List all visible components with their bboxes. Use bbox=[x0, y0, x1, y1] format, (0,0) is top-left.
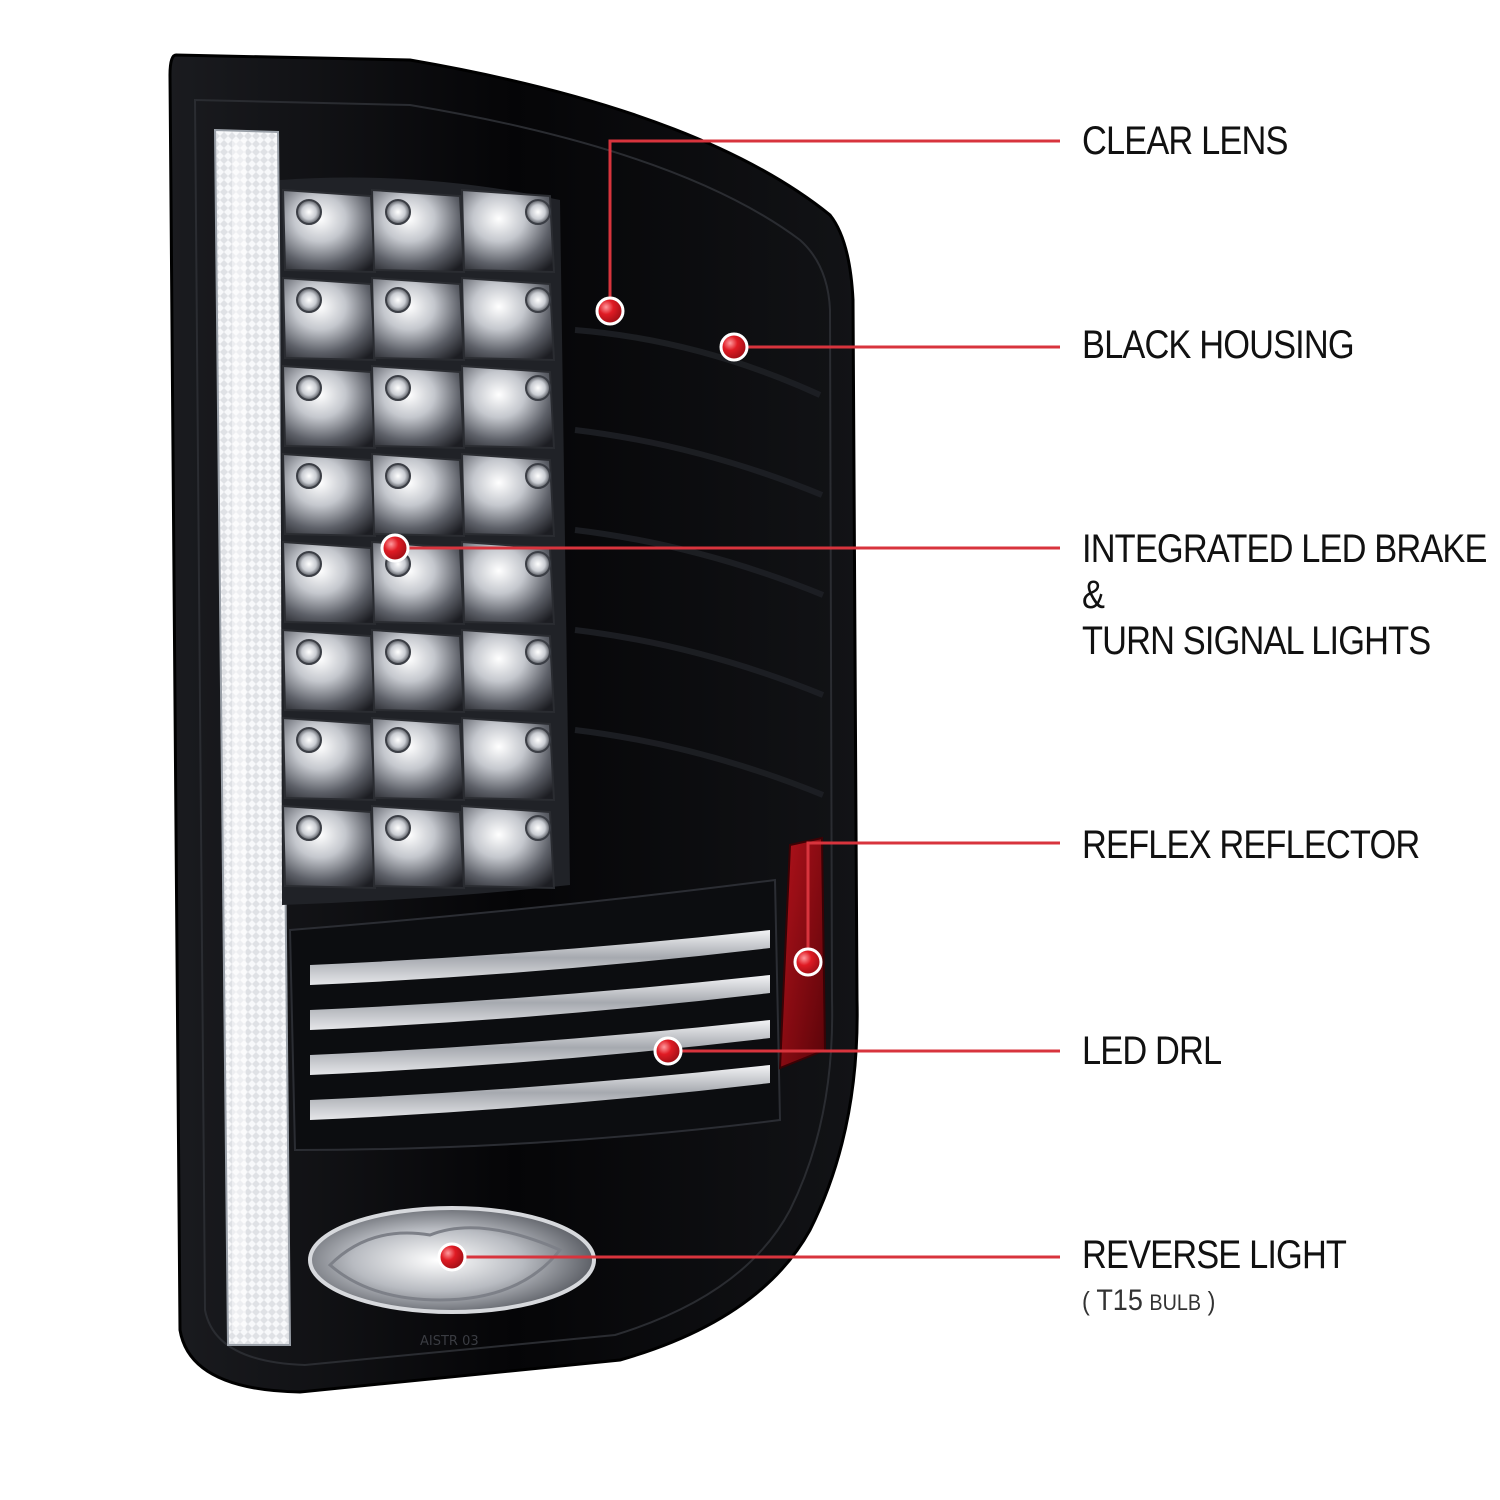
led-emitter bbox=[296, 463, 322, 489]
label-line: LED DRL bbox=[1082, 1029, 1222, 1073]
led-reflector-cell bbox=[370, 628, 466, 714]
led-emitter bbox=[385, 463, 411, 489]
drl-bar bbox=[310, 1020, 770, 1075]
led-reflector-cell bbox=[370, 364, 466, 450]
callout-label-black-housing: BLACK HOUSING bbox=[1082, 322, 1355, 368]
paren-open: ( bbox=[1082, 1286, 1090, 1316]
led-emitter bbox=[385, 639, 411, 665]
label-line: REFLEX REFLECTOR bbox=[1082, 823, 1420, 867]
led-reflector-cell bbox=[281, 540, 377, 626]
led-emitter bbox=[296, 639, 322, 665]
callout-dot-reflex-reflector bbox=[793, 947, 823, 977]
led-emitter bbox=[525, 463, 551, 489]
led-reflector-cell bbox=[281, 804, 377, 890]
callout-dot-reverse-light bbox=[437, 1242, 467, 1272]
led-emitter bbox=[296, 815, 322, 841]
led-reflector-cell bbox=[281, 716, 377, 802]
led-emitter bbox=[296, 199, 322, 225]
led-emitter bbox=[525, 727, 551, 753]
led-reflector-cell bbox=[281, 628, 377, 714]
led-emitter bbox=[296, 375, 322, 401]
led-array bbox=[281, 188, 556, 890]
bulb-code: T15 bbox=[1096, 1284, 1143, 1317]
label-line: REVERSE LIGHT bbox=[1082, 1233, 1347, 1277]
led-emitter bbox=[296, 727, 322, 753]
led-emitter bbox=[385, 287, 411, 313]
callout-dot-led-drl bbox=[653, 1036, 683, 1066]
led-reflector-cell bbox=[370, 452, 466, 538]
label-line: CLEAR LENS bbox=[1082, 119, 1288, 163]
label-line: TURN SIGNAL LIGHTS bbox=[1082, 619, 1431, 663]
led-emitter bbox=[525, 375, 551, 401]
callout-dots bbox=[380, 296, 823, 1272]
led-reflector-cell bbox=[281, 276, 377, 362]
led-reflector-cell bbox=[370, 188, 466, 274]
led-emitter bbox=[385, 727, 411, 753]
callout-dot-black-housing bbox=[719, 332, 749, 362]
drl-bar bbox=[310, 975, 770, 1030]
paren-close: ) bbox=[1207, 1286, 1216, 1316]
callout-line-reflex-reflector bbox=[806, 841, 1060, 962]
callout-label-clear-lens: CLEAR LENS bbox=[1082, 118, 1288, 164]
side-strip-shine bbox=[232, 140, 246, 1330]
housing-rim bbox=[193, 98, 834, 1367]
led-emitter bbox=[385, 375, 411, 401]
housing-ridges bbox=[574, 327, 825, 798]
callout-label-reflex-reflector: REFLEX REFLECTOR bbox=[1082, 822, 1420, 868]
callout-lines bbox=[395, 139, 1060, 1259]
led-emitter bbox=[525, 199, 551, 225]
led-emitter bbox=[525, 551, 551, 577]
led-reflector-cell bbox=[281, 364, 377, 450]
led-reflector-cell bbox=[281, 188, 377, 274]
label-line: BLACK HOUSING bbox=[1082, 323, 1355, 367]
label-line: & bbox=[1082, 573, 1105, 617]
reverse-light-bulb-note: ( T15 BULB ) bbox=[1082, 1284, 1215, 1318]
led-emitter bbox=[525, 639, 551, 665]
led-emitter bbox=[385, 815, 411, 841]
led-reflector-cell bbox=[370, 804, 466, 890]
led-reflector-cell bbox=[370, 276, 466, 362]
label-line: INTEGRATED LED BRAKE bbox=[1082, 527, 1487, 571]
drl-bar bbox=[310, 1065, 770, 1120]
led-emitter bbox=[385, 199, 411, 225]
led-reflector-cell bbox=[370, 716, 466, 802]
callout-line-clear-lens bbox=[608, 139, 1060, 311]
clear-side-strip bbox=[213, 128, 292, 1346]
callout-label-integrated-led: INTEGRATED LED BRAKE & TURN SIGNAL LIGHT… bbox=[1082, 526, 1487, 664]
led-emitter bbox=[296, 551, 322, 577]
reverse-light-reflector bbox=[327, 1226, 563, 1302]
housing-molding-text: AISTR 03 bbox=[420, 1334, 479, 1349]
led-emitter bbox=[525, 287, 551, 313]
callout-dot-clear-lens bbox=[595, 296, 625, 326]
led-reflector-cell bbox=[281, 452, 377, 538]
callout-label-reverse-light: REVERSE LIGHT bbox=[1082, 1232, 1347, 1278]
drl-bar bbox=[310, 930, 770, 985]
bulb-word: BULB bbox=[1149, 1290, 1202, 1315]
led-drl-bars bbox=[310, 930, 770, 1120]
callout-dot-integrated-led bbox=[380, 533, 410, 563]
led-emitter bbox=[525, 815, 551, 841]
callout-label-led-drl: LED DRL bbox=[1082, 1028, 1222, 1074]
led-emitter bbox=[296, 287, 322, 313]
